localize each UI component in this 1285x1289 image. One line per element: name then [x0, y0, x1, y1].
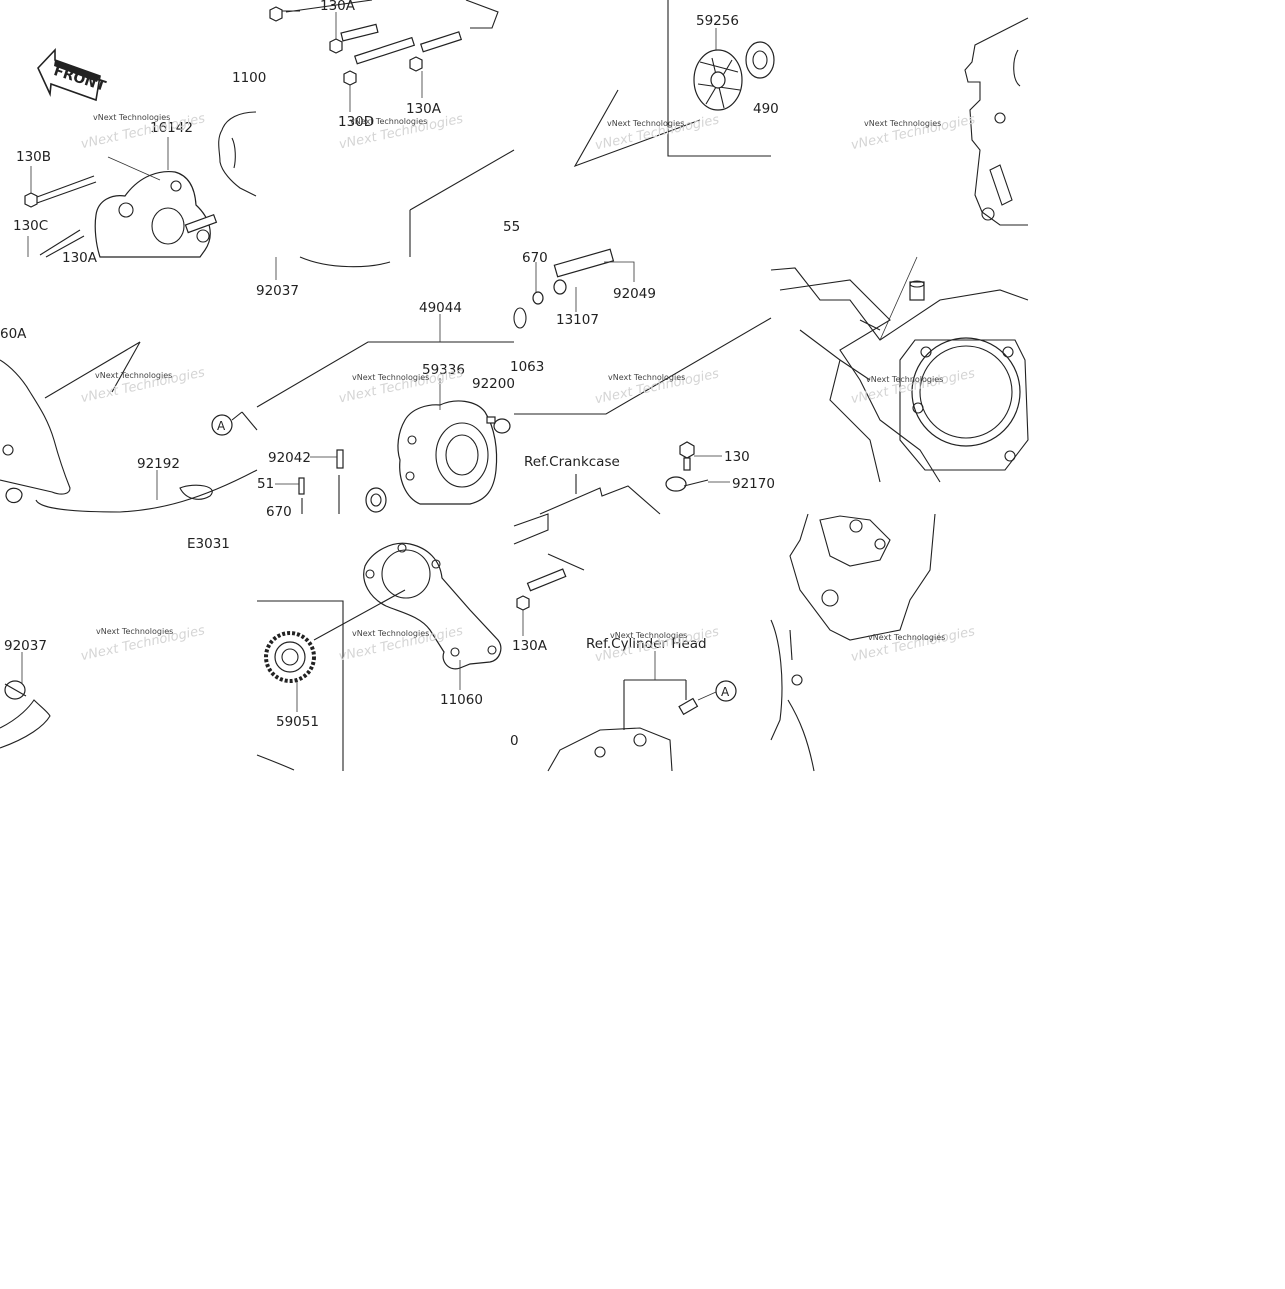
- pin-92042: [336, 449, 344, 469]
- label-49044: 49044: [419, 300, 462, 316]
- label-130A-c: 130A: [512, 638, 548, 654]
- label-1100: 1100: [232, 70, 266, 86]
- tile-front-cover: FRONT 130B 130C 16142: [13, 47, 266, 266]
- bolt-130A-top: [269, 6, 300, 22]
- svg-text:vNext Technologies: vNext Technologies: [864, 119, 941, 128]
- svg-text:vNext Technologies: vNext Technologies: [337, 366, 464, 407]
- bolt-130: [679, 441, 722, 471]
- washer-92200: [486, 416, 511, 434]
- watermark-6: vNext Technologies vNext Technologies: [337, 366, 464, 407]
- svg-text:vNext Technologies: vNext Technologies: [95, 371, 172, 380]
- watermark-4: vNext Technologies vNext Technologies: [850, 112, 977, 153]
- tile-crankcase-top: [964, 17, 1029, 226]
- pump-body-59336: [397, 400, 498, 505]
- seal-490: [745, 41, 775, 79]
- callout-A-circle-left: A: [211, 414, 233, 436]
- callout-A-right: A: [721, 685, 730, 699]
- label-59051: 59051: [276, 714, 319, 730]
- label-130A-left: 130A: [62, 250, 98, 266]
- watermark-5: vNext Technologies vNext Technologies: [79, 365, 206, 406]
- svg-text:vNext Technologies: vNext Technologies: [607, 119, 684, 128]
- svg-text:vNext Technologies: vNext Technologies: [352, 629, 429, 638]
- label-92037-b: 92037: [4, 638, 47, 654]
- watermark-9: vNext Technologies vNext Technologies: [79, 623, 206, 664]
- ref-cylinder-head: Ref.Cylinder Head: [586, 636, 707, 652]
- ref-crankcase: Ref.Crankcase: [524, 454, 620, 470]
- label-92170: 92170: [732, 476, 775, 492]
- svg-text:vNext Technologies: vNext Technologies: [350, 117, 427, 126]
- label-11060: 11060: [440, 692, 483, 708]
- label-92200: 92200: [472, 376, 515, 392]
- bolt-130D: [343, 36, 416, 86]
- tile-gear-gasket: 59051 11060: [256, 542, 502, 771]
- label-130B: 130B: [16, 149, 51, 165]
- label-92049: 92049: [613, 286, 656, 302]
- callout-A-circle-right: A: [715, 680, 737, 702]
- shaft-13107: [553, 248, 615, 295]
- label-55: 55: [503, 219, 520, 235]
- label-60A: 60A: [0, 326, 27, 342]
- svg-text:vNext Technologies: vNext Technologies: [868, 633, 945, 642]
- clamp-92037-bottom: [4, 680, 27, 700]
- tile-shaft: 670 92049 13107 1063 Ref.Crankcase 130 9…: [510, 248, 775, 515]
- tile-head-assembly: [770, 513, 936, 772]
- svg-text:vNext Technologies: vNext Technologies: [850, 624, 977, 665]
- label-0: 0: [510, 733, 519, 749]
- svg-text:vNext Technologies: vNext Technologies: [866, 375, 943, 384]
- watermarks: vNext Technologies vNext Technologies vN…: [79, 111, 976, 665]
- bolt-130A-lower: [516, 568, 567, 611]
- svg-text:vNext Technologies: vNext Technologies: [610, 631, 687, 640]
- label-130A-b: 130A: [406, 101, 442, 117]
- tile-hose-bottom: E3031 92037: [0, 536, 230, 749]
- svg-text:vNext Technologies: vNext Technologies: [608, 373, 685, 382]
- tile-pump-body: A 49044 59336 92200 92042 51 670: [211, 300, 515, 520]
- clamp-92037: [5, 487, 23, 504]
- washer-92170: [665, 476, 730, 492]
- impeller-59256: [693, 49, 743, 111]
- svg-text:vNext Technologies: vNext Technologies: [352, 373, 429, 382]
- watermark-3: vNext Technologies vNext Technologies: [594, 112, 721, 153]
- label-13107: 13107: [556, 312, 599, 328]
- tile-gasket-left: 60A 92192: [0, 326, 258, 513]
- tile-cylinder-head: A 130A Ref.Cylinder Head 0: [510, 513, 737, 772]
- label-670-top: 670: [522, 250, 548, 266]
- svg-text:vNext Technologies: vNext Technologies: [96, 627, 173, 636]
- label-92192: 92192: [137, 456, 180, 472]
- label-92037-a: 92037: [256, 283, 299, 299]
- oring-670: [532, 291, 544, 305]
- label-1063: 1063: [510, 359, 544, 375]
- tile-bolts-hose: 130A 130D 130A 55 92037: [256, 0, 520, 299]
- label-130: 130: [724, 449, 750, 465]
- label-51: 51: [257, 476, 274, 492]
- label-92042: 92042: [268, 450, 311, 466]
- label-490: 490: [753, 101, 779, 117]
- label-130A-a: 130A: [320, 0, 356, 14]
- tile-impeller: 59256 490: [573, 0, 779, 168]
- gasket-11060: [363, 542, 502, 670]
- bolt-130C: [39, 229, 85, 258]
- svg-text:vNext Technologies: vNext Technologies: [93, 113, 170, 122]
- label-130D: 130D: [338, 114, 374, 130]
- tile-cylinder: [770, 256, 1029, 483]
- label-59256: 59256: [696, 13, 739, 29]
- front-arrow-icon: FRONT: [37, 47, 108, 102]
- figure-code: E3031: [187, 536, 230, 552]
- gear-59051: [264, 631, 316, 683]
- label-59336: 59336: [422, 362, 465, 378]
- label-130C: 130C: [13, 218, 48, 234]
- label-16142: 16142: [150, 120, 193, 136]
- watermark-2: vNext Technologies vNext Technologies: [338, 112, 465, 153]
- pin-51: [298, 477, 305, 495]
- watermark-12: vNext Technologies vNext Technologies: [850, 624, 977, 665]
- dowel-pin: [678, 697, 699, 716]
- water-pump-cover: [94, 170, 218, 258]
- bolt-130A-right: [409, 31, 463, 72]
- callout-A-left: A: [217, 419, 226, 433]
- watermark-7: vNext Technologies vNext Technologies: [594, 366, 721, 407]
- bolt-130A-mid: [329, 23, 379, 54]
- label-670-bottom: 670: [266, 504, 292, 520]
- bolt-130B: [24, 175, 97, 208]
